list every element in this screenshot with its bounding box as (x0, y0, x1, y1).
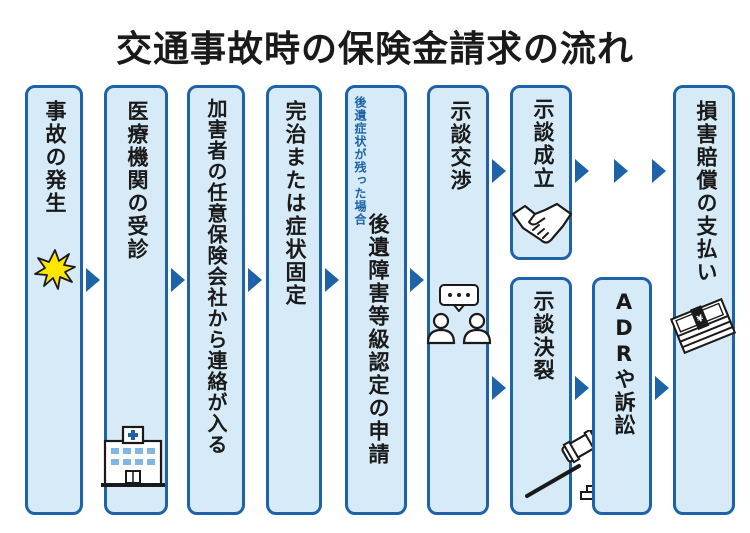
svg-text:¥: ¥ (696, 313, 706, 325)
arrow-accident-to-hospital (86, 268, 100, 292)
step-hospital-label: 医療機関の受診 (125, 100, 149, 261)
yen-bills-icon: ¥ (669, 297, 737, 355)
step-insurer-contact-label: 加害者の任意保険会社から連絡が入る (204, 98, 228, 455)
diagram-title: 交通事故時の保険金請求の流れ (115, 29, 634, 70)
step-hospital-box: 医療機関の受診 (101, 85, 168, 515)
step-negotiation-label: 示談交渉 (448, 100, 472, 192)
step-disability-note: 後遺症状が残った場合 (353, 96, 367, 226)
step-insurer-contact-box: 加害者の任意保険会社から連絡が入る (187, 85, 245, 515)
step-failed-label: 示談決裂 (531, 290, 555, 382)
step-disability-label: 後遺障害等級認定の申請 (366, 213, 390, 466)
arrow-hospital-to-insurer (171, 268, 185, 292)
step-recovery-label: 完治または症状固定 (283, 100, 307, 307)
step-failed-box: 示談決裂 (510, 277, 615, 515)
step-payment-label: 損害賠償の支払い (694, 100, 718, 284)
step-accident-box: 事故の発生 (25, 85, 83, 515)
step-settled-box: 示談成立 (510, 85, 573, 260)
step-disability-box: 後遺症状が残った場合 後遺障害等級認定の申請 (345, 85, 407, 515)
arrow-settled-3 (652, 159, 666, 183)
handshake-icon (511, 202, 573, 244)
arrow-negotiation-to-failed (492, 376, 506, 400)
arrow-settled-1 (575, 159, 589, 183)
step-accident-label: 事故の発生 (43, 100, 67, 215)
two-people-talking-icon (426, 284, 492, 345)
step-negotiation-box: 示談交渉 (426, 85, 492, 515)
arrow-disability-to-negotiation (410, 268, 424, 292)
arrow-insurer-to-recovery (248, 268, 262, 292)
arrow-recovery-to-disability (325, 268, 339, 292)
explosion-icon (34, 249, 76, 290)
arrow-adr-to-payment (655, 376, 669, 400)
arrow-negotiation-to-settled (492, 159, 506, 183)
step-adr-label: ADRや訴訟 (612, 290, 636, 437)
hospital-building-icon (101, 425, 165, 487)
step-settled-label: 示談成立 (531, 98, 555, 190)
arrow-failed-to-adr (575, 376, 589, 400)
step-recovery-box: 完治または症状固定 (266, 85, 322, 515)
step-adr-box: ADRや訴訟 (592, 277, 652, 515)
arrow-settled-2 (614, 159, 628, 183)
step-payment-box: 損害賠償の支払い ¥ (669, 85, 737, 515)
